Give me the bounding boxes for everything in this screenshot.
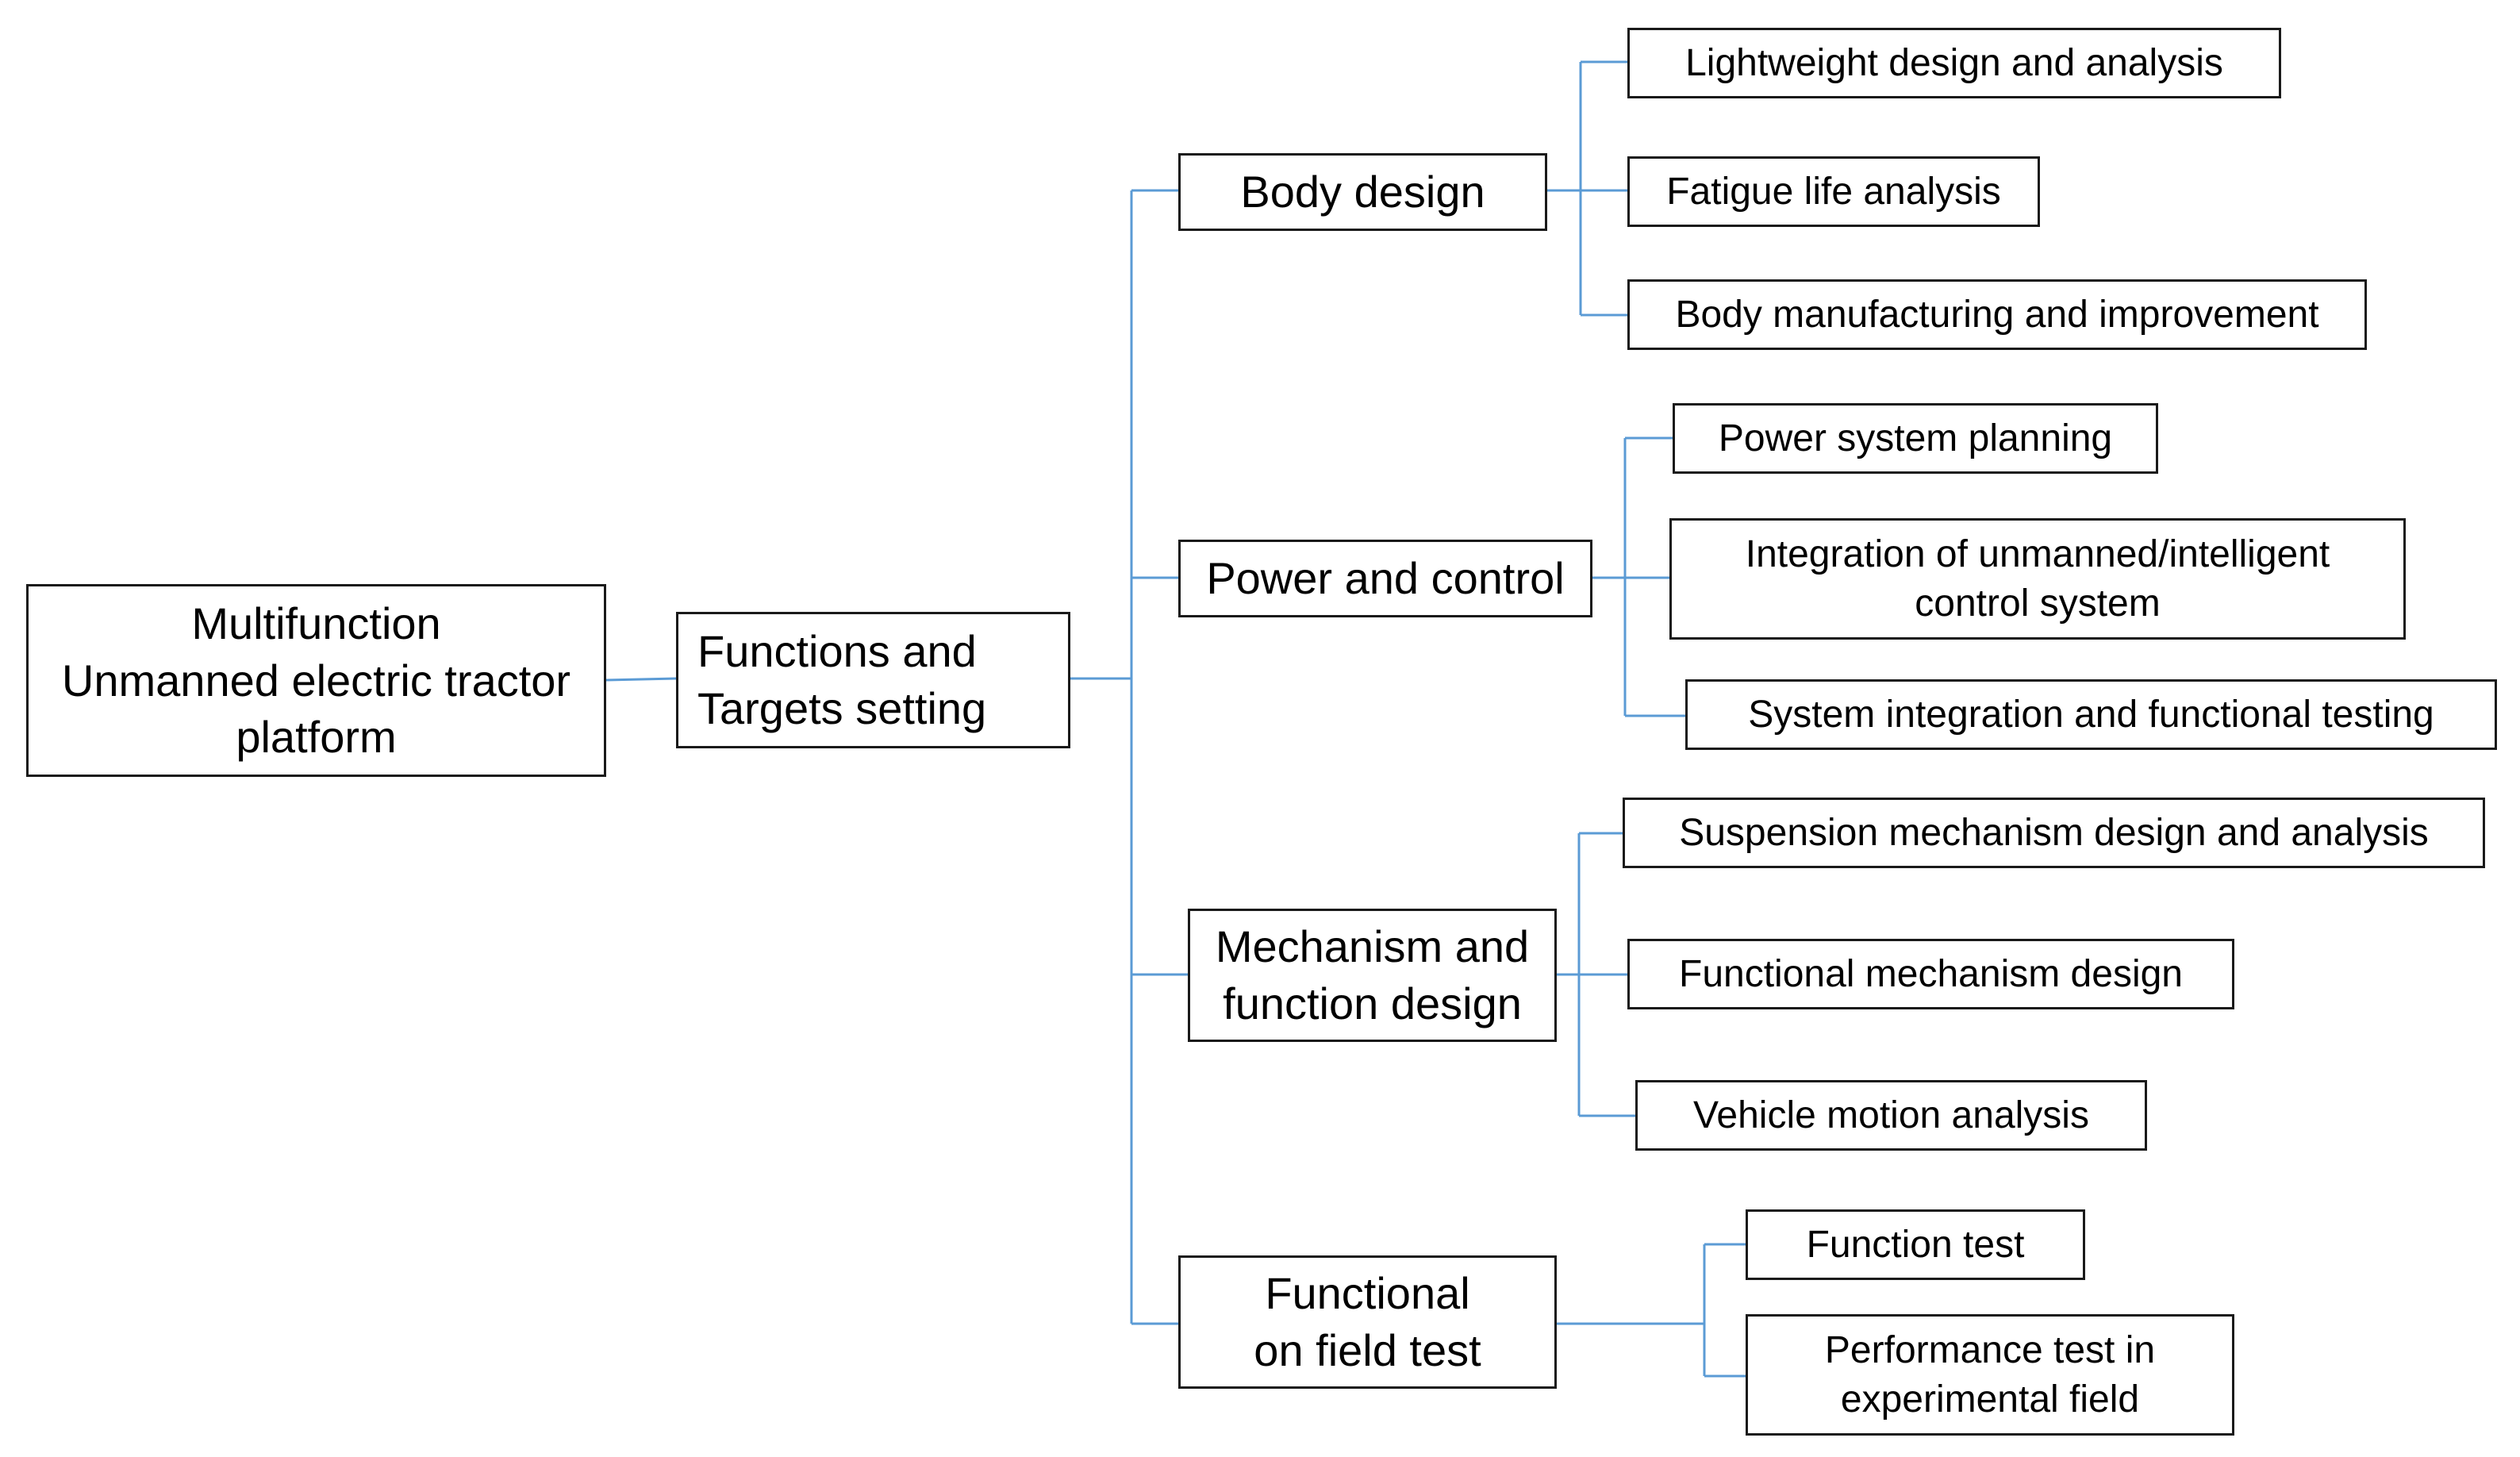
leaf-box: Body manufacturing and improvement [1627,279,2367,350]
leaf-label: Integration of unmanned/intelligent cont… [1745,533,2330,625]
leaf-label: Performance test in experimental field [1824,1329,2156,1420]
leaf-box: Fatigue life analysis [1627,156,2040,227]
category-box-mechanism-function: Mechanism and function design [1188,909,1557,1042]
leaf-box: Vehicle motion analysis [1635,1080,2147,1151]
leaf-box: Power system planning [1673,403,2158,474]
leaf-label: Body manufacturing and improvement [1675,293,2319,336]
leaf-label: Function test [1806,1223,2025,1266]
leaf-box: Functional mechanism design [1627,939,2234,1009]
leaf-box: Performance test in experimental field [1746,1314,2234,1436]
connector-root-to-stage [605,677,677,682]
category-label: Functional on field test [1254,1268,1481,1375]
leaf-box: System integration and functional testin… [1685,679,2497,750]
leaf-box: Suspension mechanism design and analysis [1623,798,2485,868]
leaf-label: Power system planning [1718,417,2113,459]
category-label: Body design [1240,167,1485,217]
root-box: Multifunction Unmanned electric tractor … [26,584,606,777]
leaf-box: Integration of unmanned/intelligent cont… [1669,518,2406,640]
leaf-box: Function test [1746,1209,2085,1280]
functions-targets-box: Functions and Targets setting [676,612,1070,748]
category-box-power-control: Power and control [1178,540,1592,617]
category-box-body-design: Body design [1178,153,1547,231]
leaf-label: Lightweight design and analysis [1685,41,2223,84]
leaf-box: Lightweight design and analysis [1627,28,2281,98]
category-label: Mechanism and function design [1215,921,1530,1028]
leaf-label: Functional mechanism design [1679,952,2183,995]
category-box-field-test: Functional on field test [1178,1255,1557,1389]
leaf-label: Suspension mechanism design and analysis [1679,811,2429,854]
functions-targets-label: Functions and Targets setting [697,626,987,733]
leaf-label: Fatigue life analysis [1666,170,2001,213]
category-label: Power and control [1206,553,1565,604]
leaf-label: System integration and functional testin… [1748,693,2434,736]
leaf-label: Vehicle motion analysis [1693,1094,2089,1136]
root-label: Multifunction Unmanned electric tractor … [61,598,571,763]
